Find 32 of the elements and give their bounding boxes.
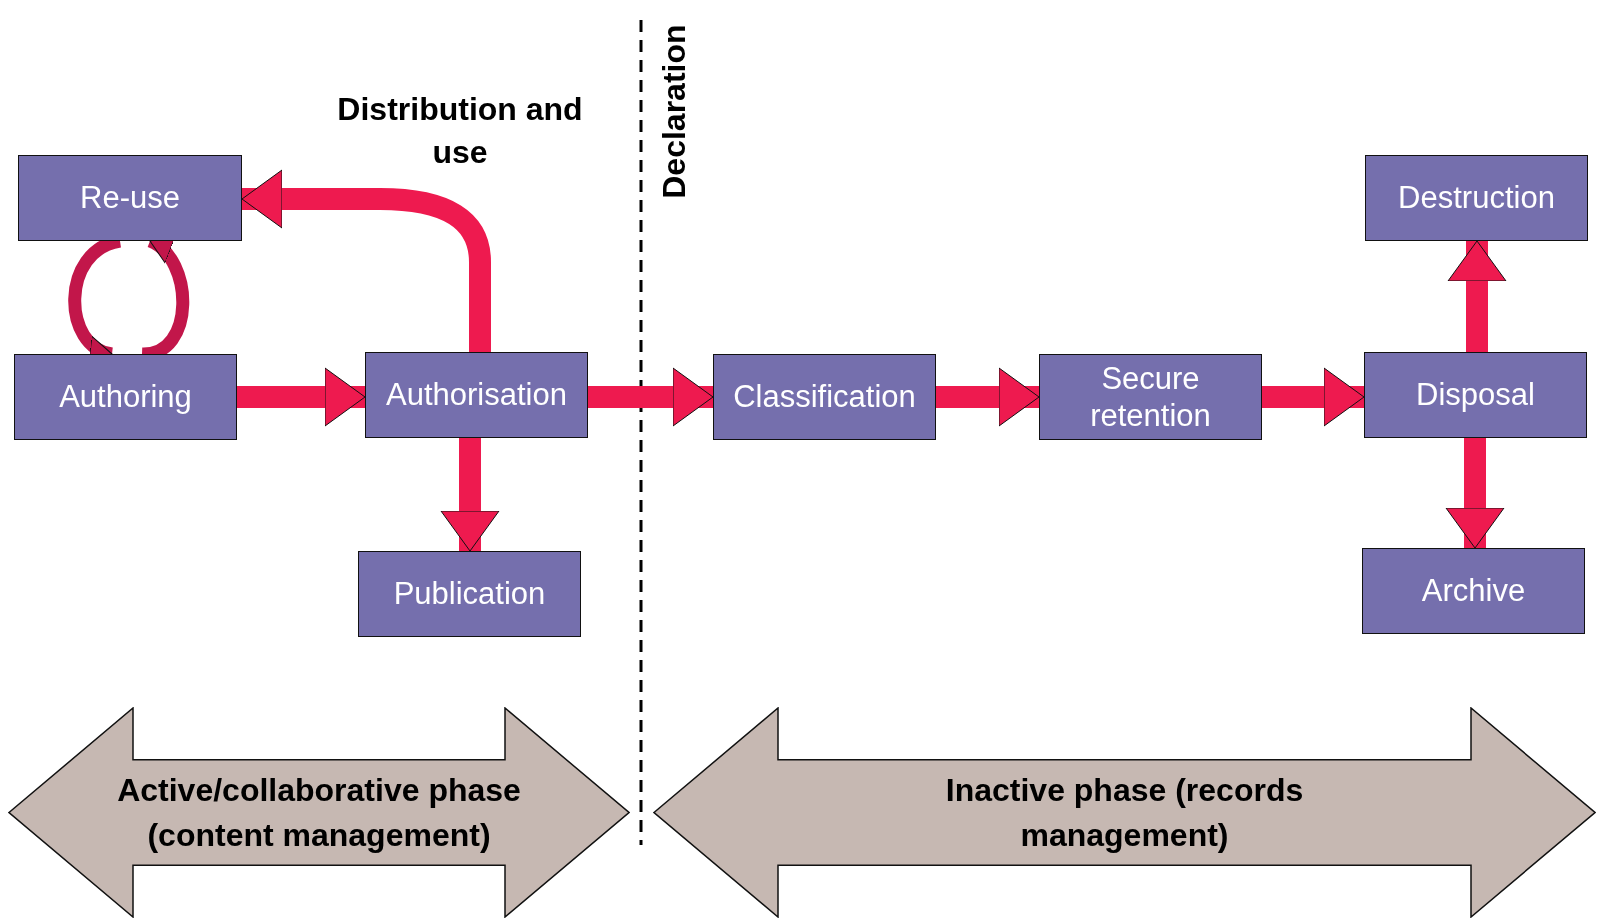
step-label: Re-use bbox=[80, 179, 180, 217]
step-label: Archive bbox=[1421, 572, 1526, 610]
process-box bbox=[365, 352, 588, 438]
step-label: Secure retention bbox=[1089, 359, 1212, 435]
block-arrow bbox=[237, 367, 366, 427]
process-box bbox=[1039, 354, 1262, 440]
step-label: Authoring bbox=[59, 378, 192, 416]
declaration-label: Declaration bbox=[655, 23, 694, 201]
phase-label: Active/collaborative phase (content management) bbox=[116, 770, 522, 855]
step-label: Authorisation bbox=[386, 376, 567, 414]
step-label: Classification bbox=[733, 378, 916, 416]
process-box bbox=[18, 155, 242, 241]
double-headed-arrow bbox=[8, 707, 630, 918]
double-headed-arrow bbox=[653, 707, 1596, 918]
block-arrow bbox=[1447, 240, 1507, 352]
block-arrow bbox=[1445, 438, 1505, 549]
process-box bbox=[1365, 155, 1588, 241]
block-arrow bbox=[241, 169, 491, 352]
process-box bbox=[1362, 548, 1585, 634]
step-label: Destruction bbox=[1398, 179, 1555, 217]
edge-label: Distribution and use bbox=[336, 90, 584, 173]
step-label: Disposal bbox=[1416, 376, 1535, 414]
block-arrow bbox=[588, 367, 714, 427]
process-box bbox=[1364, 352, 1587, 438]
block-arrow bbox=[440, 438, 500, 552]
process-box bbox=[14, 354, 237, 440]
process-box bbox=[358, 551, 581, 637]
phase-label: Inactive phase (records management) bbox=[944, 770, 1305, 855]
process-box bbox=[713, 354, 936, 440]
step-label: Publication bbox=[393, 575, 546, 613]
block-arrow bbox=[936, 367, 1040, 427]
block-arrow bbox=[1262, 367, 1365, 427]
